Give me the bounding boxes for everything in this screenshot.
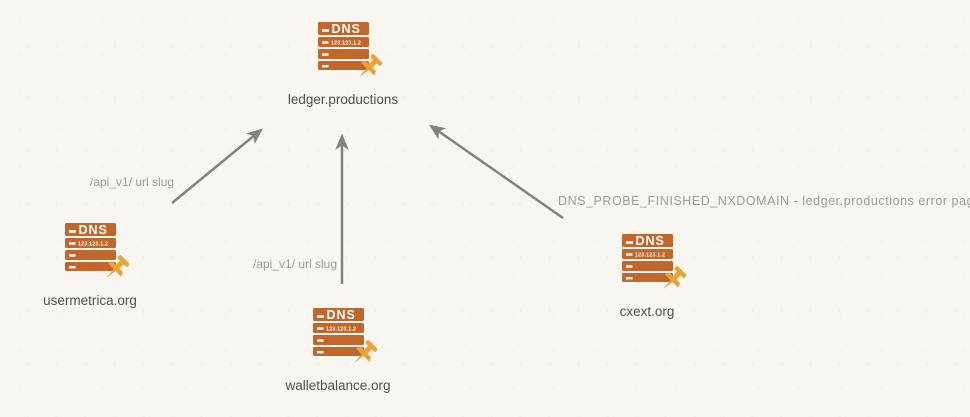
edge-label-usermetrica: /api_v1/ url slug [90, 175, 175, 189]
dns-server-icon [65, 223, 133, 283]
edge-cxext-to-ledger[interactable] [429, 124, 564, 220]
edge-label-walletbalance: /api_v1/ url slug [252, 257, 337, 271]
dns-server-icon [313, 308, 381, 368]
dns-server-icon [318, 22, 386, 82]
edge-usermetrica-to-ledger[interactable] [171, 128, 263, 204]
node-ledger-productions[interactable]: ledger.productions [253, 22, 433, 107]
node-usermetrica-org[interactable]: usermetrica.org [0, 223, 180, 308]
node-cxext-org[interactable]: cxext.org [557, 234, 737, 319]
node-label-cxext-org: cxext.org [619, 304, 675, 319]
node-label-ledger-productions: ledger.productions [287, 92, 399, 107]
edge-label-cxext: DNS_PROBE_FINISHED_NXDOMAIN - ledger.pro… [558, 194, 970, 208]
node-walletbalance-org[interactable]: walletbalance.org [248, 308, 428, 393]
node-label-usermetrica-org: usermetrica.org [43, 293, 137, 308]
dns-server-icon [622, 234, 690, 294]
node-label-walletbalance-org: walletbalance.org [285, 378, 391, 393]
